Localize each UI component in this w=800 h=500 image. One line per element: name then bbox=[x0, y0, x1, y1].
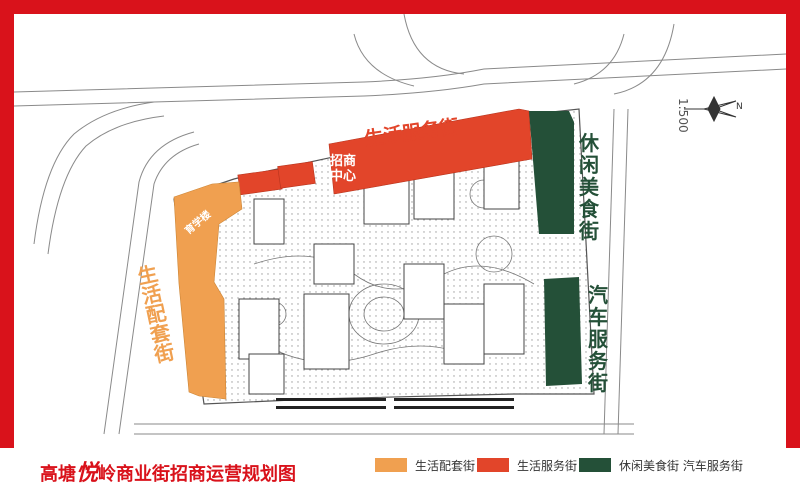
road-line bbox=[573, 33, 625, 85]
title-brand: 悦 bbox=[76, 460, 99, 486]
auto-street-block bbox=[544, 277, 582, 386]
road-line bbox=[603, 108, 615, 435]
building bbox=[253, 198, 285, 245]
building bbox=[443, 303, 485, 365]
legend-green: 休闲美食街 汽车服务街 bbox=[579, 457, 743, 473]
legend-label-service: 生活服务街 bbox=[517, 458, 578, 473]
legend-bar bbox=[0, 448, 800, 500]
food-street-label: 休闲美食街 bbox=[579, 131, 599, 243]
road-line bbox=[103, 131, 195, 435]
road-line bbox=[613, 23, 675, 95]
scale-label: 1:500 bbox=[676, 98, 690, 133]
service-street-block bbox=[277, 161, 316, 189]
legend-service: 生活服务街 bbox=[477, 457, 577, 473]
road-line bbox=[118, 143, 200, 435]
north-arrow-icon bbox=[684, 95, 737, 123]
legend-swatch-support bbox=[375, 458, 407, 472]
parking-row bbox=[394, 398, 514, 401]
road-line bbox=[403, 14, 465, 75]
service-street-block bbox=[328, 108, 533, 195]
parking-row bbox=[394, 406, 514, 409]
road-line bbox=[353, 33, 415, 87]
legend-label-green: 休闲美食街 汽车服务街 bbox=[619, 458, 743, 473]
road-line bbox=[617, 108, 629, 435]
building bbox=[313, 243, 355, 285]
road-line bbox=[14, 68, 786, 107]
building bbox=[238, 298, 280, 360]
garden-circle bbox=[475, 235, 513, 273]
building bbox=[483, 283, 525, 355]
building bbox=[403, 263, 445, 320]
leasing-center-label: 招商中心 bbox=[330, 154, 357, 184]
site-plan-map: 生活服务街 招商中心 休闲美食街 汽车服务街 生活配套街 育学楼 1:500 N bbox=[14, 14, 786, 448]
road-line bbox=[14, 53, 786, 93]
page-title: 高塘悦岭商业街招商运营规划图 bbox=[40, 455, 296, 487]
legend-support: 生活配套街 bbox=[375, 457, 475, 473]
legend-swatch-service bbox=[477, 458, 509, 472]
food-street-block bbox=[529, 111, 574, 234]
garden-path bbox=[253, 255, 535, 290]
auto-street-label: 汽车服务街 bbox=[588, 283, 608, 395]
parking-row bbox=[276, 406, 386, 409]
legend-swatch-green bbox=[579, 458, 611, 472]
legend-label-support: 生活配套街 bbox=[415, 458, 476, 473]
road-line bbox=[47, 115, 165, 255]
support-street-block bbox=[173, 181, 243, 400]
title-suffix: 岭商业街招商运营规划图 bbox=[98, 464, 297, 485]
site-plan-drawing bbox=[14, 14, 786, 435]
building bbox=[248, 353, 285, 395]
north-label: N bbox=[736, 102, 743, 112]
parking-row bbox=[276, 398, 386, 401]
building bbox=[303, 293, 350, 370]
title-prefix: 高塘 bbox=[40, 464, 76, 485]
road-line bbox=[33, 101, 155, 245]
